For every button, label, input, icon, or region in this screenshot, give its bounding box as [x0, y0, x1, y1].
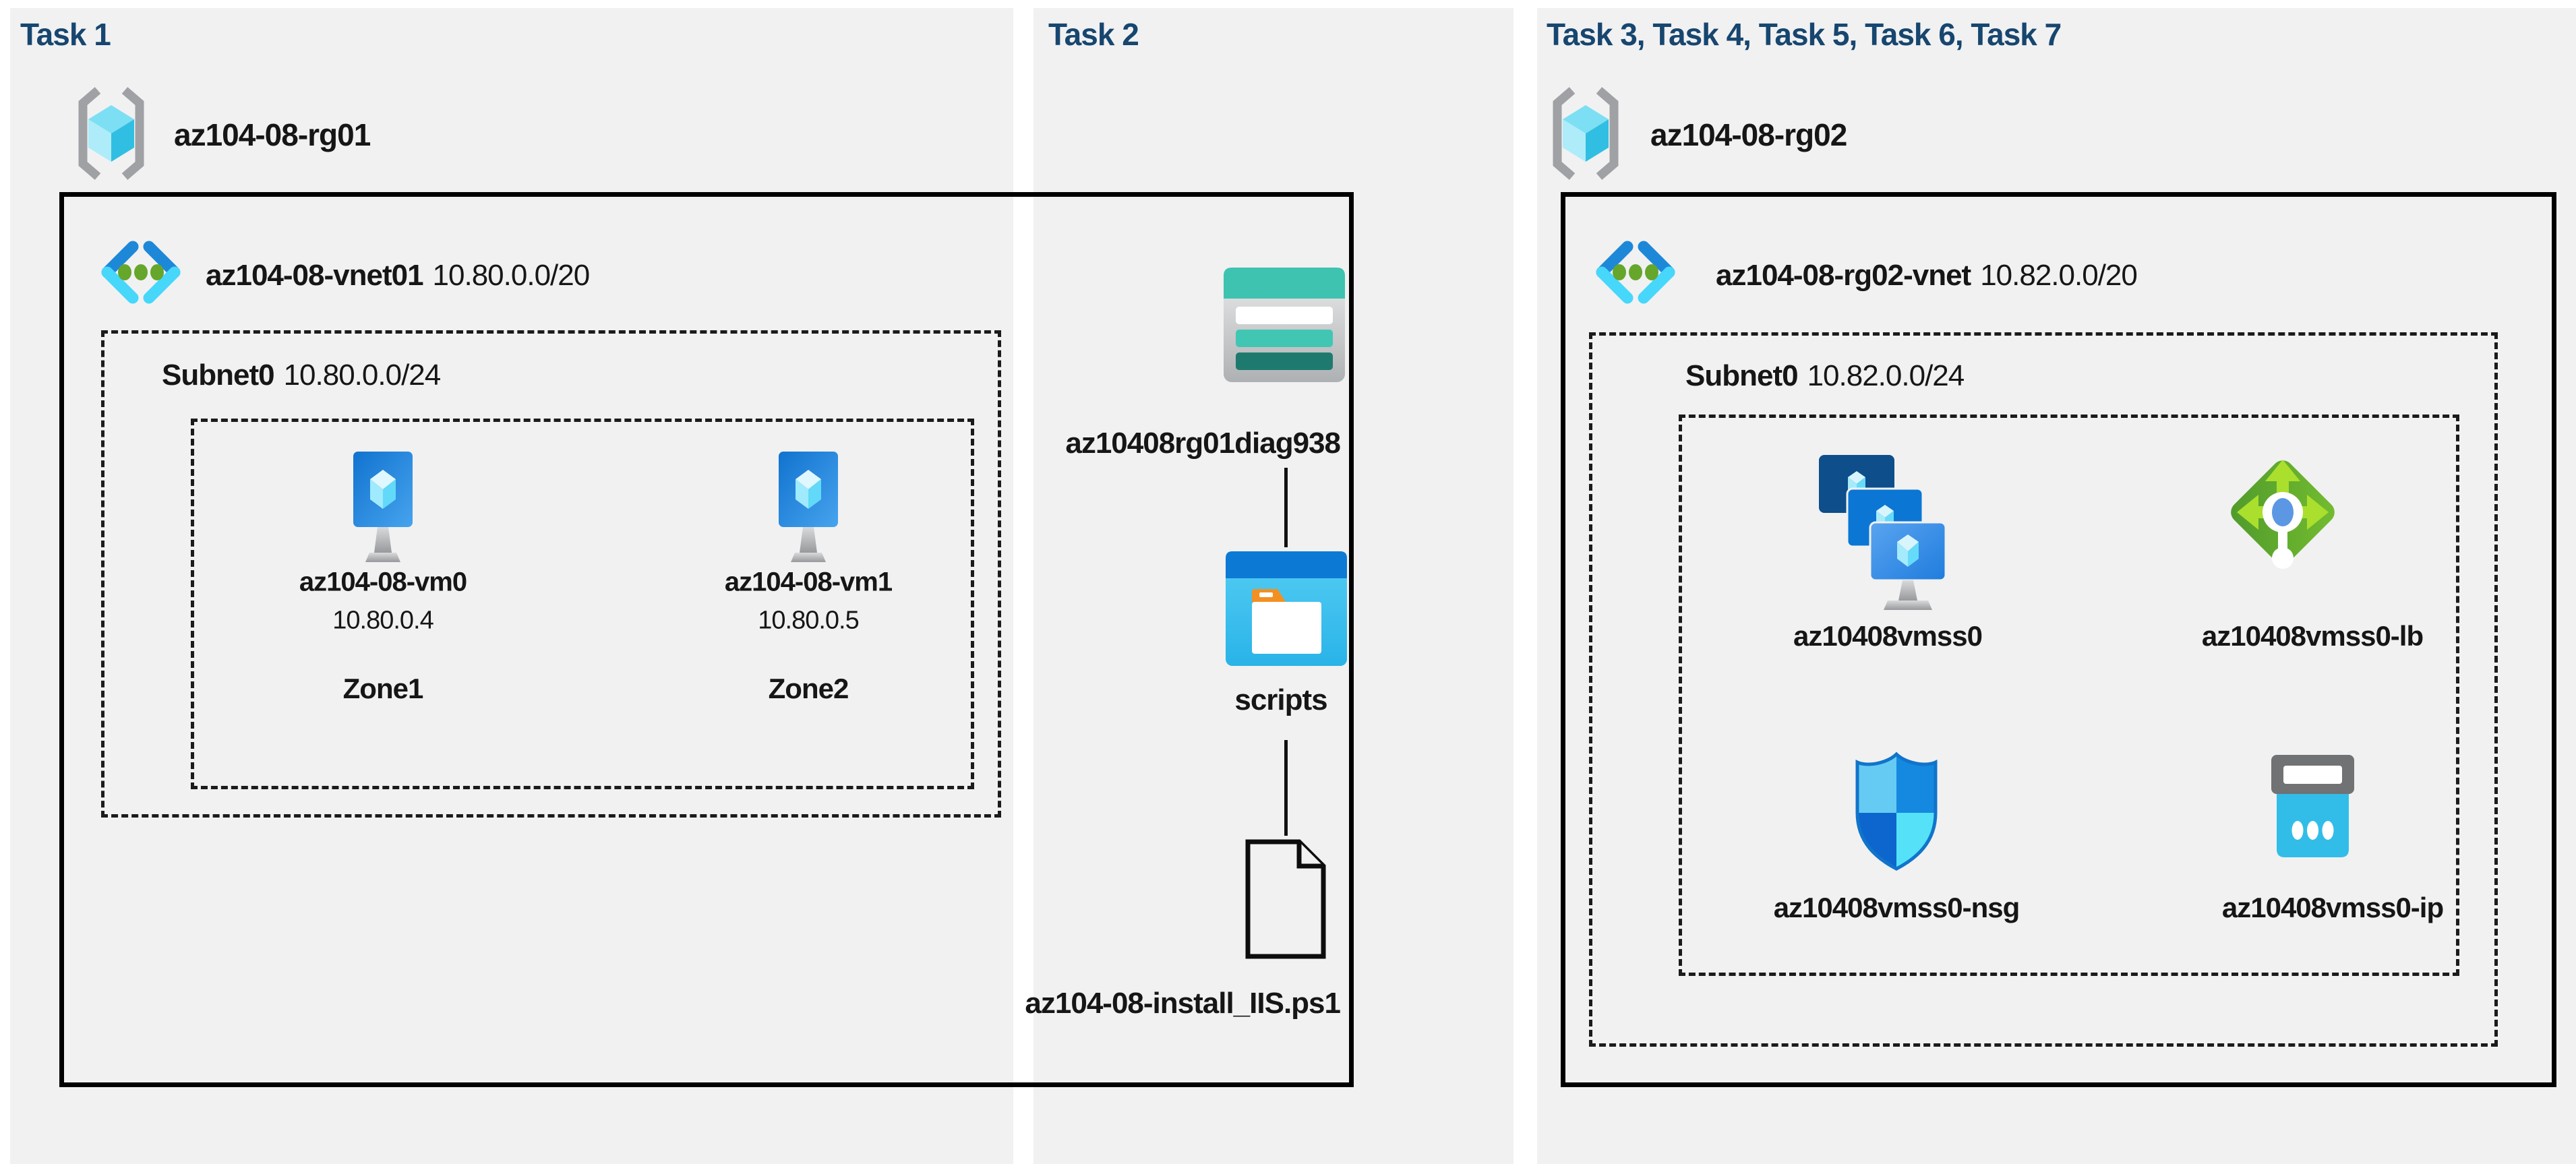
subnet-name: Subnet0 — [1685, 359, 1799, 392]
subnet-boundary-box-1 — [101, 330, 1001, 818]
network-security-group-icon — [1855, 751, 1938, 871]
vm-name: az104-08-vm1 — [724, 567, 893, 597]
resources-group-box — [1679, 415, 2459, 976]
script-file-icon — [1245, 839, 1326, 959]
nsg-name: az10408vmss0-nsg — [1773, 892, 2020, 923]
vnet-label: az104-08-rg02-vnet 10.82.0.0/20 — [1716, 259, 2138, 293]
load-balancer-icon — [2231, 460, 2335, 569]
panel-task-1 — [10, 8, 1013, 1164]
vm-zone: Zone1 — [342, 673, 424, 704]
vm-scale-set-icon — [1819, 455, 1947, 610]
storage-account-icon — [1224, 268, 1345, 382]
vm-ip: 10.80.0.5 — [758, 606, 859, 635]
vm-group-box — [191, 419, 974, 789]
vnet-name: az104-08-vnet01 — [206, 259, 424, 292]
public-ip-name: az10408vmss0-ip — [2221, 892, 2444, 923]
panel-task-3-7 — [1537, 8, 2576, 1164]
script-file-name: az104-08-install_IIS.ps1 — [1025, 987, 1341, 1020]
virtual-network-icon — [101, 241, 181, 304]
subnet-name: Subnet0 — [162, 359, 275, 392]
resource-group-icon — [1553, 87, 1619, 180]
vnet-name: az104-08-rg02-vnet — [1716, 259, 1971, 292]
container-folder-icon — [1226, 551, 1347, 666]
vnet-boundary-box-2 — [1561, 192, 2556, 1087]
storage-account-name: az10408rg01diag938 — [1065, 427, 1341, 460]
virtual-machine-icon — [353, 452, 413, 562]
connector-line — [1284, 740, 1288, 836]
vnet-cidr: 10.82.0.0/20 — [1980, 259, 2138, 292]
subnet-cidr: 10.82.0.0/24 — [1807, 359, 1965, 392]
vm-name: az104-08-vm0 — [299, 567, 467, 597]
panel-title-task-2: Task 2 — [1048, 17, 1139, 52]
public-ip-icon — [2271, 755, 2354, 857]
vmss-name: az10408vmss0 — [1793, 620, 1983, 652]
connector-line — [1284, 468, 1288, 547]
vnet-boundary-box-1 — [59, 192, 1354, 1087]
load-balancer-name: az10408vmss0-lb — [2201, 620, 2424, 652]
vm-zone: Zone2 — [768, 673, 849, 704]
subnet-cidr: 10.80.0.0/24 — [283, 359, 442, 392]
vnet-cidr: 10.80.0.0/20 — [432, 259, 591, 292]
virtual-machine-icon — [779, 452, 838, 562]
subnet-boundary-box-2 — [1589, 332, 2498, 1047]
vm-ip: 10.80.0.4 — [332, 606, 433, 635]
virtual-network-icon — [1596, 241, 1675, 304]
resource-group-name: az104-08-rg02 — [1650, 117, 1847, 152]
resource-group-name: az104-08-rg01 — [174, 117, 371, 152]
panel-title-task-1: Task 1 — [20, 17, 111, 52]
container-name: scripts — [1234, 683, 1327, 716]
resource-group-icon — [78, 87, 144, 180]
panel-title-task-3-7: Task 3, Task 4, Task 5, Task 6, Task 7 — [1547, 17, 2062, 52]
